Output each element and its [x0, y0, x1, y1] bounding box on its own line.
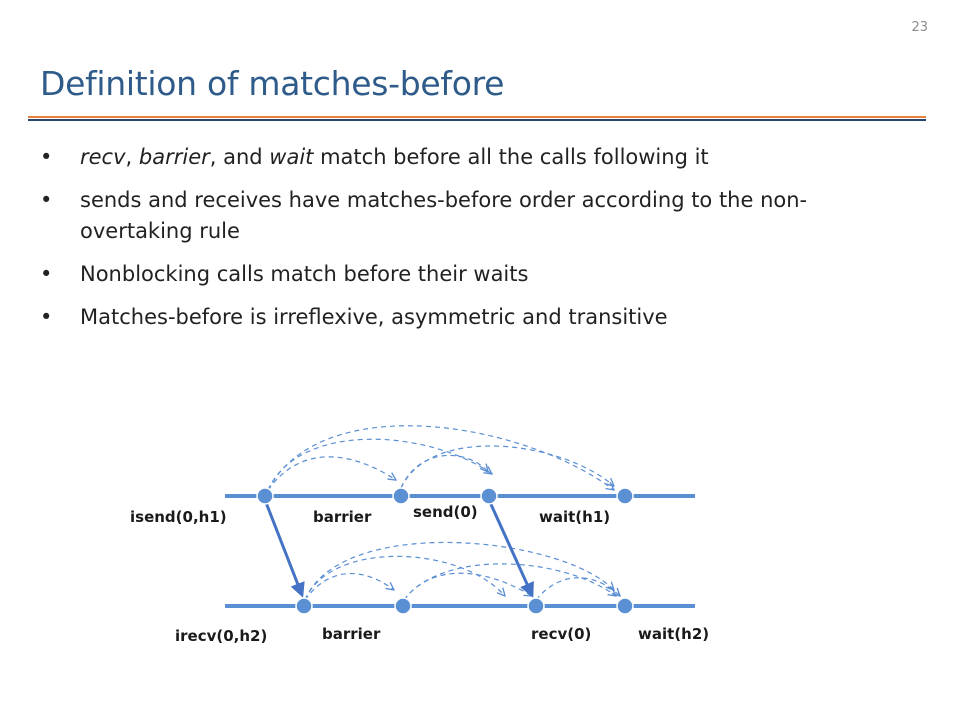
node-recv	[527, 597, 545, 615]
node-wait-h1	[616, 487, 634, 505]
bullet-item: • recv, barrier, and wait match before a…	[40, 142, 920, 173]
bullet-text: ,	[125, 145, 139, 169]
mb-arrow-irecv-to-barrier	[304, 572, 394, 601]
page-number: 23	[911, 20, 928, 35]
bullet-text: Nonblocking calls match before their wai…	[80, 262, 529, 286]
bullet-icon: •	[40, 305, 53, 329]
node-barrier-p1	[394, 597, 412, 615]
bullet-text: Matches-before is irreflexive, asymmetri…	[80, 305, 668, 329]
bullet-recv-term: recv	[80, 145, 126, 169]
label-barrier-p1: barrier	[322, 625, 381, 643]
bullet-icon: •	[40, 188, 53, 212]
node-send	[480, 487, 498, 505]
bullet-list: • recv, barrier, and wait match before a…	[40, 142, 920, 345]
mb-arrow-irecv-to-wait	[304, 541, 614, 601]
node-isend	[256, 487, 274, 505]
bullet-text: , and	[209, 145, 270, 169]
bullet-wait-term: wait	[269, 145, 314, 169]
node-barrier-p0	[392, 487, 410, 505]
bullet-text: match before all the calls following it	[313, 145, 709, 169]
mb-arrow-isend-to-barrier	[267, 456, 396, 491]
label-isend: isend(0,h1)	[130, 508, 227, 526]
bullet-barrier-term: barrier	[138, 145, 210, 169]
bullet-icon: •	[40, 262, 53, 286]
mb-arrow-recv-to-wait	[535, 577, 620, 601]
label-wait-h2: wait(h2)	[638, 625, 709, 643]
bullet-item: • Nonblocking calls match before their w…	[40, 259, 920, 290]
label-wait-h1: wait(h1)	[539, 508, 610, 526]
label-irecv: irecv(0,h2)	[175, 627, 267, 645]
bullet-icon: •	[40, 145, 53, 169]
mb-arrow-isend-to-send	[267, 438, 492, 491]
bullet-text: sends and receives have matches-before o…	[80, 188, 808, 243]
label-barrier-p0: barrier	[313, 508, 372, 526]
mb-arrow-barrier-to-wait-h2	[403, 563, 616, 601]
title-divider-navy	[28, 119, 926, 121]
slide-title: Definition of matches-before	[40, 64, 505, 103]
title-divider	[28, 116, 926, 122]
mb-arrow-barrier-to-wait	[400, 445, 614, 489]
label-send: send(0)	[413, 503, 478, 521]
mb-arrow-barrier-to-recv	[403, 572, 532, 601]
match-arrow-isend-irecv	[263, 499, 305, 598]
bullet-item: • Matches-before is irreflexive, asymmet…	[40, 302, 920, 333]
mb-arrow-barrier-to-send	[400, 454, 488, 489]
match-arrow-send-recv	[487, 499, 534, 598]
label-recv: recv(0)	[531, 625, 591, 643]
title-divider-orange	[28, 116, 926, 118]
node-wait-h2	[616, 597, 634, 615]
mb-arrow-irecv-to-recv	[304, 555, 505, 601]
node-irecv	[295, 597, 313, 615]
bullet-item: • sends and receives have matches-before…	[40, 185, 920, 247]
